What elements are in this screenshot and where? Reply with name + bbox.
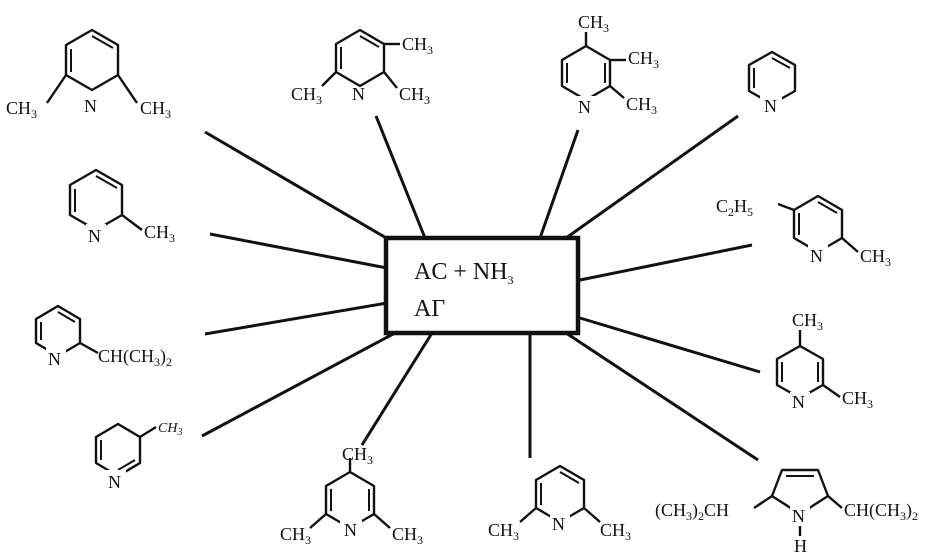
svg-text:CH3: CH3 [402, 34, 433, 57]
molecule-2-3-4-trimethylpyridine: CH3 CH3 N CH3 [560, 12, 659, 117]
molecule-2-methylpyridine: N CH3 [68, 168, 175, 246]
molecule-2-4-dimethylpyridine: CH3 N CH3 [775, 310, 873, 412]
connector-line [360, 332, 434, 446]
svg-text:N: N [552, 514, 565, 534]
svg-text:(CH3)2CH: (CH3)2CH [655, 500, 729, 523]
svg-text:N: N [108, 472, 121, 492]
svg-text:H: H [794, 536, 807, 556]
svg-text:N: N [792, 506, 805, 526]
reactant-frame [383, 235, 581, 336]
molecule-2-5-diisopropylpyrrole: (CH3)2CH N H CH(CH3)2 [655, 468, 918, 556]
connector-line [538, 129, 580, 239]
svg-text:CH3: CH3 [860, 246, 891, 269]
svg-text:N: N [810, 246, 823, 266]
svg-text:CH3: CH3 [600, 520, 631, 543]
molecule-5-ethyl-2-methylpyridine: C2H5 N CH3 [716, 194, 891, 269]
svg-text:N: N [48, 349, 61, 369]
connector-line [201, 331, 396, 438]
svg-text:CH3: CH3 [6, 98, 37, 121]
svg-text:C2H5: C2H5 [716, 196, 753, 219]
svg-text:N: N [88, 226, 101, 246]
svg-text:N: N [84, 96, 97, 116]
svg-text:CH(CH3)2: CH(CH3)2 [844, 500, 918, 523]
svg-text:CH3: CH3 [280, 524, 311, 547]
molecule-2-3-6-trimethylpyridine: CH3 N CH3 CH3 [291, 28, 433, 107]
svg-text:CH3: CH3 [792, 310, 823, 333]
molecule-2-6-dimethylpyridine-bottom: CH3 N CH3 [488, 464, 631, 543]
molecule-2-4-6-trimethylpyridine: CH3 CH3 N CH3 [280, 444, 423, 547]
connector-line [374, 115, 427, 239]
svg-text:CH3: CH3 [291, 84, 322, 107]
svg-text:CH3: CH3 [626, 94, 657, 117]
molecule-3-methylpyridine: CH3 N [94, 421, 182, 492]
svg-text:N: N [792, 392, 805, 412]
molecule-2-isopropylpyridine: N CH(CH3)2 [34, 304, 172, 369]
svg-text:CH3: CH3 [578, 12, 609, 35]
connector-line [204, 130, 401, 248]
svg-text:CH3: CH3 [628, 48, 659, 71]
molecule-pyridine: N [747, 50, 797, 116]
connector-line [579, 243, 753, 282]
svg-text:N: N [764, 96, 777, 116]
reactant-line-1: AC + NH3 [414, 259, 514, 287]
svg-text:CH3: CH3 [342, 444, 373, 467]
molecule-2-6-dimethylpyridine: CH3 N CH3 [6, 28, 171, 121]
connector-line [204, 301, 388, 336]
connector-line [565, 331, 759, 462]
svg-text:CH3: CH3 [144, 222, 175, 245]
connector-line [579, 316, 761, 374]
connector-lines [201, 114, 761, 462]
svg-text:CH3: CH3 [158, 421, 182, 438]
svg-text:CH3: CH3 [399, 84, 430, 107]
reactant-box: AC + NH3 AΓ [383, 235, 581, 336]
svg-text:CH3: CH3 [392, 524, 423, 547]
svg-text:CH3: CH3 [488, 520, 519, 543]
connector-line [209, 232, 388, 270]
svg-text:CH(CH3)2: CH(CH3)2 [98, 346, 172, 369]
svg-text:CH3: CH3 [140, 98, 171, 121]
connector-line [565, 114, 739, 240]
svg-text:N: N [344, 520, 357, 540]
svg-text:N: N [352, 84, 365, 104]
svg-text:CH3: CH3 [842, 388, 873, 411]
svg-text:N: N [578, 97, 591, 117]
reactant-line-2: AΓ [414, 296, 445, 322]
